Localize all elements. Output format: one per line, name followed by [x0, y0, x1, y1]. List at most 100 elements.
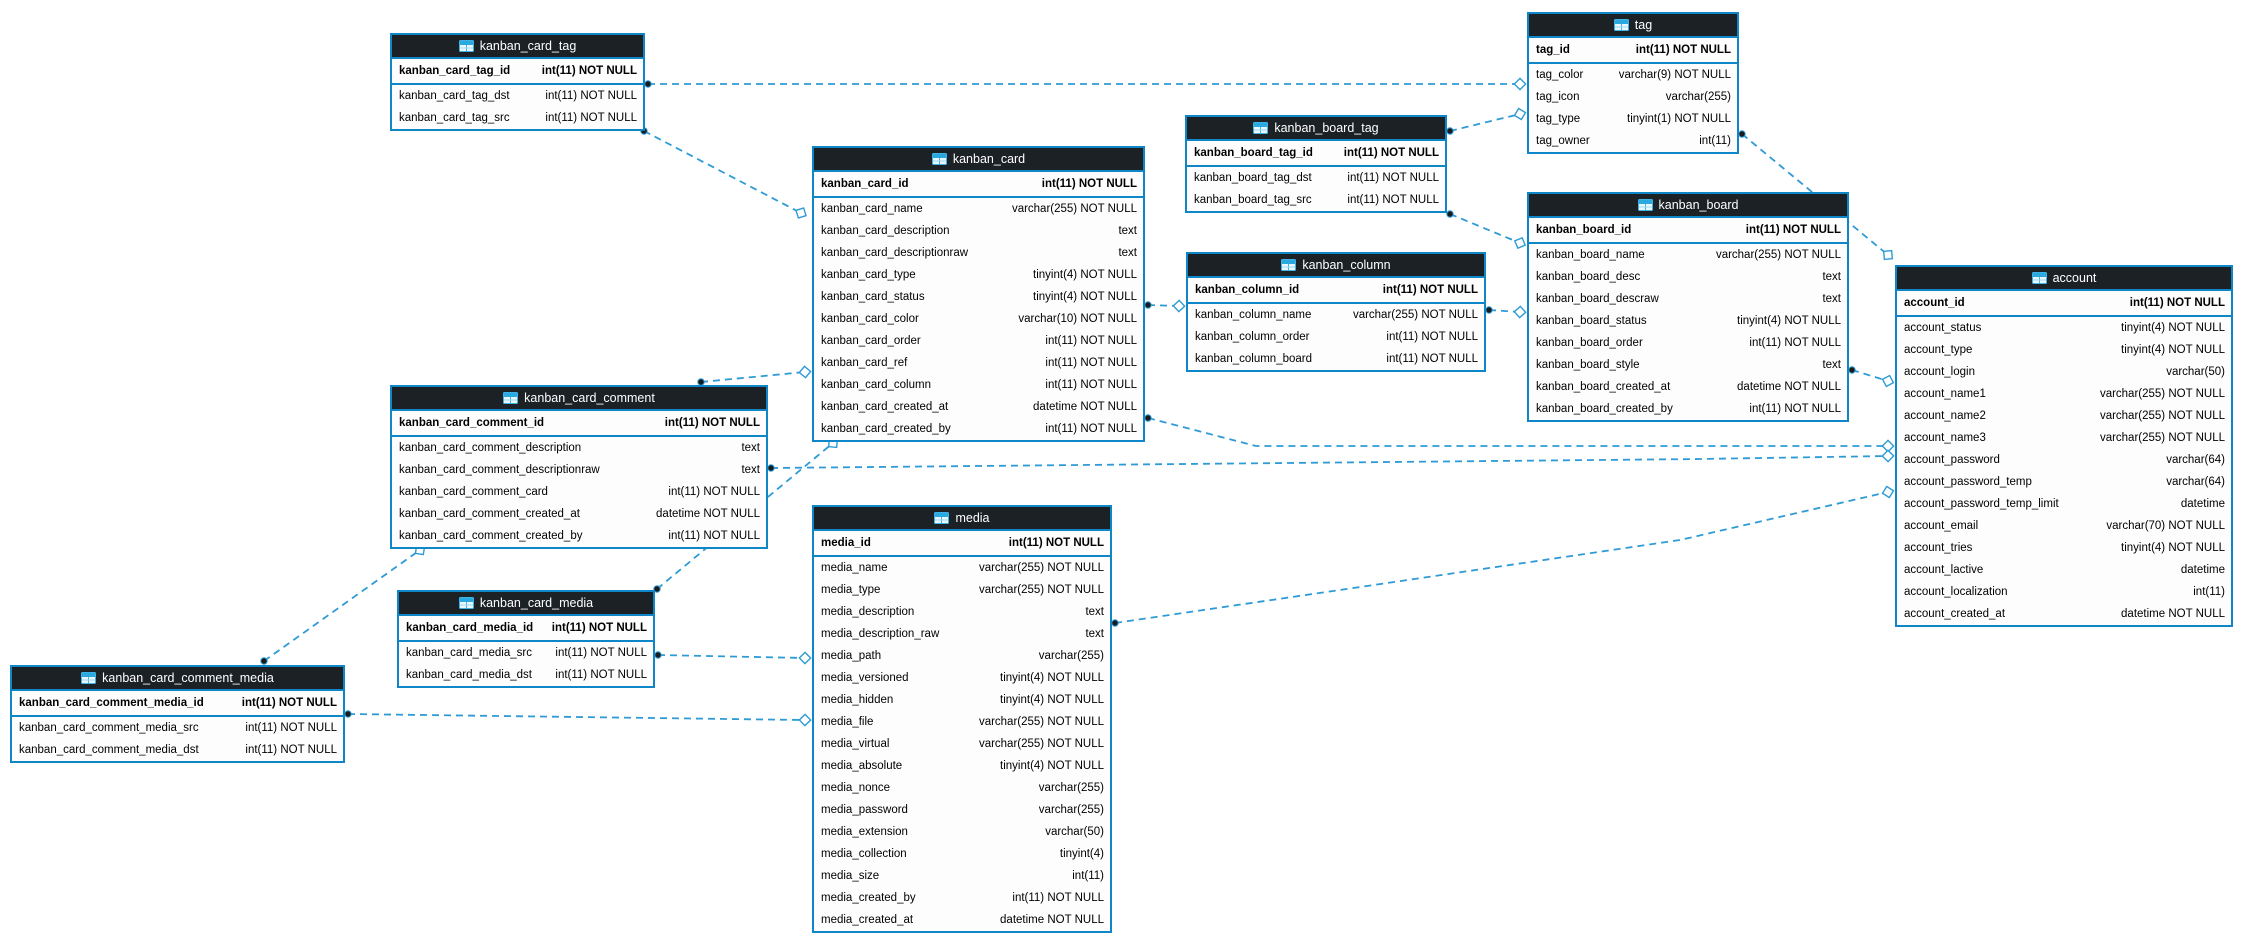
relationship-kanban_board-to-account[interactable]	[1848, 366, 1895, 388]
table-kanban_card_comment_media[interactable]: kanban_card_comment_media kanban_card_com…	[10, 665, 345, 763]
relationship-kanban_card-to-kanban_column[interactable]	[1144, 299, 1186, 313]
table-header-kanban_column[interactable]: kanban_column	[1188, 254, 1484, 278]
relationship-line[interactable]	[1114, 491, 1889, 624]
table-header-kanban_card[interactable]: kanban_card	[814, 148, 1143, 172]
relationship-kanban_card_comment-to-kanban_card[interactable]	[697, 365, 812, 386]
relationship-kanban_column-to-kanban_board[interactable]	[1485, 305, 1527, 319]
table-header-account[interactable]: account	[1897, 267, 2231, 291]
relationship-line[interactable]	[1449, 213, 1521, 244]
table-header-kanban_card_tag[interactable]: kanban_card_tag	[392, 35, 643, 59]
relationship-line[interactable]	[657, 654, 806, 659]
relationship-line[interactable]	[1851, 369, 1889, 382]
relationship-kanban_card_comment_media-to-media[interactable]	[344, 710, 812, 727]
relationship-line[interactable]	[643, 130, 802, 214]
relationship-kanban_card_comment-to-account[interactable]	[767, 449, 1895, 472]
table-header-kanban_card_comment_media[interactable]: kanban_card_comment_media	[12, 667, 343, 691]
relationship-kanban_card_tag-to-tag[interactable]	[644, 77, 1527, 91]
relationship-line[interactable]	[263, 549, 421, 662]
relationship-kanban_card_media-to-media[interactable]	[654, 651, 812, 665]
relationship-media-to-account[interactable]	[1111, 485, 1895, 627]
relationship-line[interactable]	[770, 455, 1889, 469]
table-header-kanban_card_media[interactable]: kanban_card_media	[399, 592, 653, 616]
relationship-line[interactable]	[700, 371, 806, 383]
table-header-kanban_board[interactable]: kanban_board	[1529, 194, 1847, 218]
relationship-kanban_board_tag-to-tag[interactable]	[1446, 107, 1527, 135]
